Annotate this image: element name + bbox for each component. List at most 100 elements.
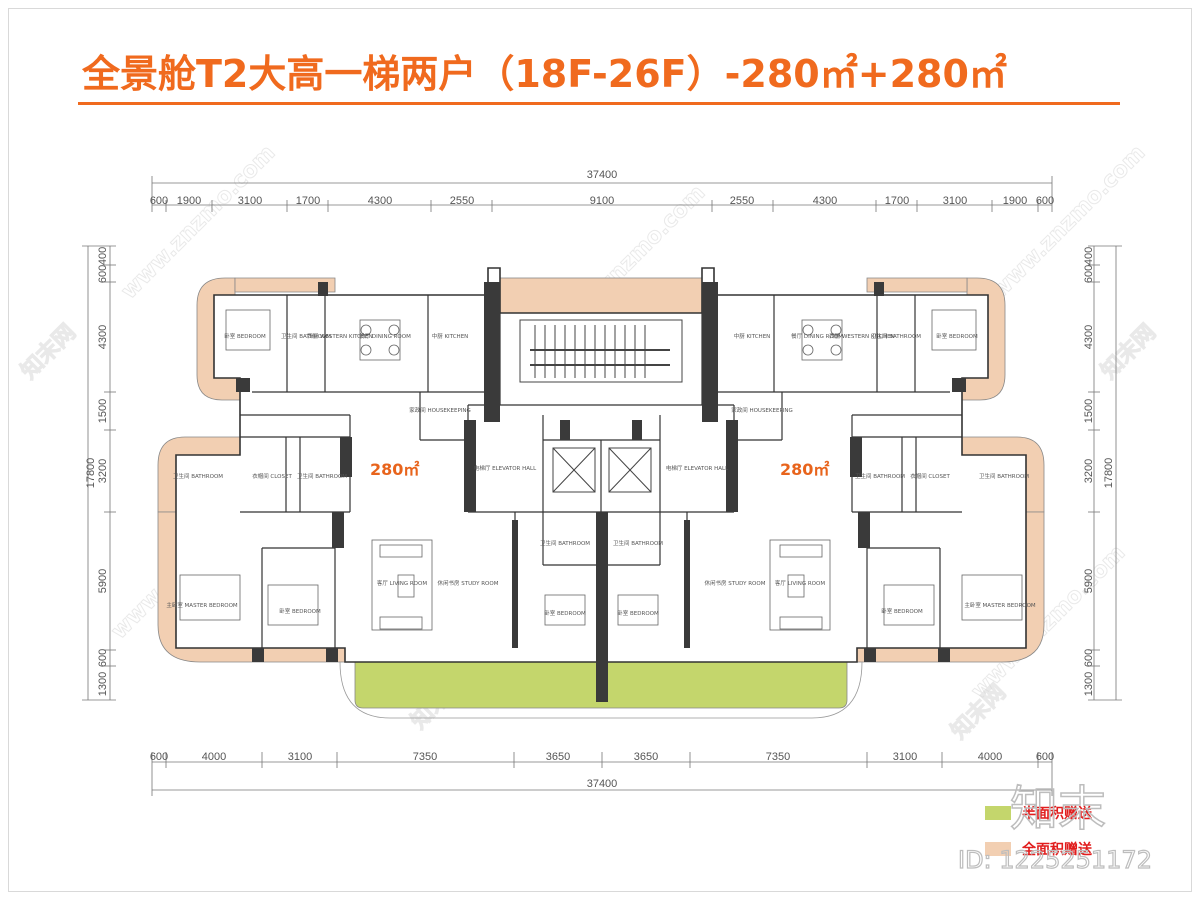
right-dimension-lines — [1088, 245, 1122, 701]
right-dimension: 400 — [1083, 247, 1095, 265]
title-underline — [78, 102, 1120, 105]
left-dimension-labels: 400 600 4300 1500 3200 5900 600 1300 178… — [85, 247, 109, 696]
room-label: 卧室 BEDROOM — [279, 607, 321, 615]
room-label: 电梯厅 ELEVATOR HALL — [474, 464, 537, 472]
top-dimension: 1900 — [1003, 195, 1027, 207]
room-label: 卫生间 BATHROOM — [855, 472, 905, 480]
room-label: 西厨 WESTERN KITCHEN — [829, 333, 895, 340]
unit-area-left: 280㎡ — [370, 460, 419, 479]
watermark-brand: 知末网 — [1096, 319, 1161, 384]
top-dimension: 3100 — [238, 195, 262, 207]
room-label: 家政间 HOUSEKEEPING — [409, 406, 471, 414]
bottom-dimension: 4000 — [202, 751, 226, 763]
top-dimension: 4300 — [813, 195, 837, 207]
top-dimension: 600 — [1036, 195, 1054, 207]
brand-logo: 知末 — [1010, 781, 1106, 837]
left-dimension: 1500 — [97, 399, 109, 423]
right-dimension: 4300 — [1083, 325, 1095, 349]
bottom-dimension: 7350 — [413, 751, 437, 763]
legend-swatch-half — [985, 806, 1011, 820]
bottom-total-dimension: 37400 — [587, 778, 618, 790]
room-label: 卫生间 BATHROOM — [871, 332, 921, 340]
top-dimension: 3100 — [943, 195, 967, 207]
room-label: 卧室 BEDROOM — [224, 332, 266, 340]
room-label: 卫生间 BATHROOM — [173, 472, 223, 480]
right-dimension: 3200 — [1083, 459, 1095, 483]
room-label: 衣帽间 CLOSET — [252, 472, 292, 480]
room-label: 西厨 WESTERN KITCHEN — [307, 333, 373, 340]
image-id: ID: 1225251172 — [958, 846, 1152, 874]
left-total-dimension: 17800 — [85, 458, 97, 489]
stair — [519, 319, 683, 383]
page-title: 全景舱T2大高一梯两户（18F-26F）-280㎡+280㎡ — [82, 52, 1007, 96]
left-dimension: 600 — [97, 265, 109, 283]
room-label: 卧室 BEDROOM — [544, 609, 586, 617]
room-label: 家政间 HOUSEKEEPING — [731, 406, 793, 414]
room-label: 卫生间 BATHROOM — [281, 332, 331, 340]
bottom-dimension: 600 — [1036, 751, 1054, 763]
room-label: 卧室 BEDROOM — [936, 332, 978, 340]
left-dimension: 4300 — [97, 325, 109, 349]
structural-columns — [236, 282, 966, 702]
bottom-dimension: 3100 — [893, 751, 917, 763]
right-total-dimension: 17800 — [1103, 458, 1115, 489]
legend-label-full: 全面积赠送 — [1021, 841, 1093, 858]
left-dimension: 5900 — [97, 569, 109, 593]
bottom-dimension: 7350 — [766, 751, 790, 763]
drawing-frame — [8, 8, 1192, 892]
top-dimension: 4300 — [368, 195, 392, 207]
top-dimension: 1900 — [177, 195, 201, 207]
top-dimension: 2550 — [450, 195, 474, 207]
top-total-dimension: 37400 — [587, 169, 618, 181]
room-label: 客厅 LIVING ROOM — [377, 579, 427, 587]
top-dimension: 600 — [150, 195, 168, 207]
room-label: 休闲书房 STUDY ROOM — [438, 579, 499, 587]
balcony-rail — [339, 661, 863, 719]
room-label: 卧室 BEDROOM — [617, 609, 659, 617]
left-dimension: 400 — [97, 247, 109, 265]
bottom-dimension-lines — [151, 752, 1053, 796]
right-dimension: 1500 — [1083, 399, 1095, 423]
bottom-dimension: 3100 — [288, 751, 312, 763]
right-dimension-labels: 400 600 4300 1500 3200 5900 600 1300 178… — [1083, 247, 1115, 696]
watermark-brand: 知末网 — [16, 319, 81, 384]
room-label: 卫生间 BATHROOM — [979, 472, 1029, 480]
room-label: 休闲书房 STUDY ROOM — [705, 579, 766, 587]
watermark-text: www.znzmo.com — [987, 140, 1151, 304]
bottom-dimension: 4000 — [978, 751, 1002, 763]
right-dimension: 600 — [1083, 265, 1095, 283]
room-label: 卫生间 BATHROOM — [297, 472, 347, 480]
right-dimension: 5900 — [1083, 569, 1095, 593]
room-label: 中厨 KITCHEN — [734, 332, 771, 340]
left-dimension-lines — [82, 245, 116, 701]
top-dimension: 1700 — [885, 195, 909, 207]
room-label: 客厅 LIVING ROOM — [775, 579, 825, 587]
left-dimension: 3200 — [97, 459, 109, 483]
room-label: 中厨 KITCHEN — [432, 332, 469, 340]
top-dimension: 2550 — [730, 195, 754, 207]
room-label: 主卧室 MASTER BEDROOM — [964, 601, 1036, 609]
room-label: 卧室 BEDROOM — [881, 607, 923, 615]
top-dimension-labels: 37400 600 1900 3100 1700 4300 2550 9100 … — [150, 169, 1054, 207]
bottom-dimension: 3650 — [546, 751, 570, 763]
room-label: 电梯厅 ELEVATOR HALL — [666, 464, 729, 472]
legend: 半面积赠送 全面积赠送 — [985, 805, 1093, 858]
right-dimension: 600 — [1083, 649, 1095, 667]
elevators — [552, 447, 652, 493]
legend-swatch-full — [985, 842, 1011, 856]
room-label: 餐厅 DINING ROOM — [791, 332, 843, 340]
top-dimension: 1700 — [296, 195, 320, 207]
room-label: 衣帽间 CLOSET — [910, 472, 950, 480]
right-dimension: 1300 — [1083, 672, 1095, 696]
unit-area-right: 280㎡ — [780, 460, 829, 479]
room-label: 卫生间 BATHROOM — [613, 539, 663, 547]
room-labels: 卧室 BEDROOM 卫生间 BATHROOM 西厨 WESTERN KITCH… — [166, 332, 1036, 617]
top-dimension: 9100 — [590, 195, 614, 207]
room-label: 卫生间 BATHROOM — [540, 539, 590, 547]
left-dimension: 600 — [97, 649, 109, 667]
bottom-dimension-labels: 600 4000 3100 7350 3650 3650 7350 3100 4… — [150, 751, 1054, 790]
furniture — [179, 309, 1023, 631]
top-dimension-lines — [151, 176, 1053, 212]
legend-label-half: 半面积赠送 — [1022, 805, 1093, 822]
